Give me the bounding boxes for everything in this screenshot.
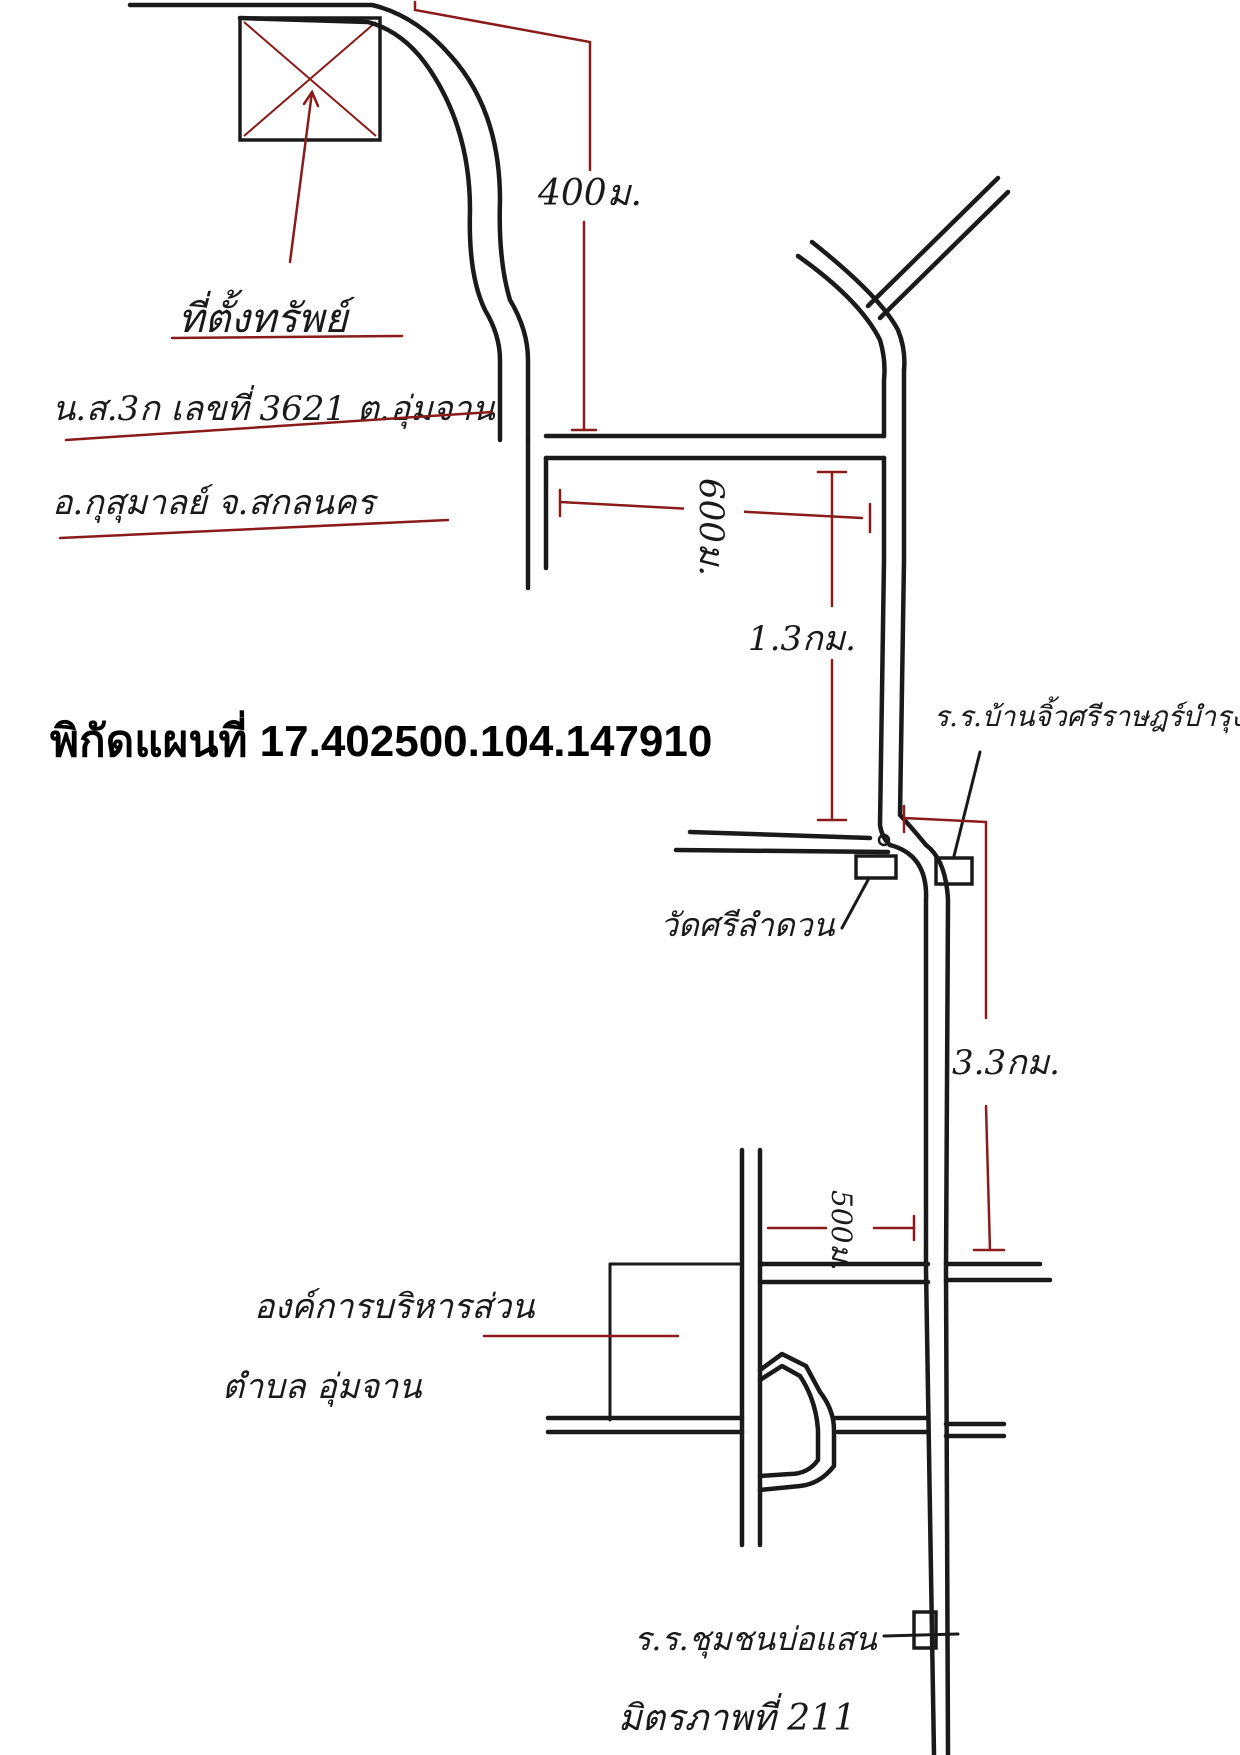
measure-500m <box>766 1214 916 1242</box>
school-bottom-label-line2: มิตรภาพที่ 211 <box>618 1692 856 1739</box>
label-500m: 500ม. <box>825 1190 858 1271</box>
school-top-label: ร.ร.บ้านจิ้วศรีราษฎร์บำรุง <box>934 696 1240 734</box>
label-1-3km: 1.3กม. <box>748 619 856 659</box>
sao-building <box>608 1262 744 1422</box>
road-top-curve <box>127 2 531 443</box>
property-title: ที่ตั้งทรัพย์ <box>178 289 356 342</box>
temple-marker <box>854 854 898 880</box>
label-bg <box>684 470 744 574</box>
temple-label: วัดศรีลำดวน <box>660 906 836 944</box>
property-deed-line: น.ส.3ก เลขที่ 3621 ต.อุ่มจาน <box>52 385 496 429</box>
measure-400m <box>413 0 598 432</box>
sao-label-line2: ตำบล อุ่มจาน <box>222 1367 422 1407</box>
school-top-leader <box>952 750 982 858</box>
property-district-line: อ.กุสุมาลย์ จ.สกลนคร <box>52 483 379 523</box>
road-fork-top-right <box>795 175 1011 439</box>
label-400m: 400ม. <box>537 173 642 214</box>
road-main-north-south <box>877 367 951 1755</box>
label-600m: 600ม. <box>691 478 731 576</box>
measure-1-3km <box>816 470 848 822</box>
measure-3-3km <box>902 804 1006 1252</box>
school-bottom-label-line1: ร.ร.ชุมชนบ่อแสน <box>634 1620 878 1659</box>
label-3-3km: 3.3กม. <box>952 1043 1060 1083</box>
property-pointer-arrow <box>288 90 314 264</box>
road-town-grid <box>545 1147 1053 1548</box>
school-top-marker <box>934 856 974 886</box>
road-west-temple <box>673 829 891 855</box>
property-parcel <box>238 16 382 142</box>
road-link-600m <box>525 433 887 591</box>
arrow-head-icon <box>302 89 320 108</box>
sao-label-line1: องค์การบริหารส่วน <box>254 1287 535 1327</box>
coordinates-label: พิกัดแผนที่ 17.402500.104.147910 <box>50 710 712 766</box>
property-caption: ที่ตั้งทรัพย์ น.ส.3ก เลขที่ 3621 ต.อุ่มจ… <box>52 289 496 540</box>
school-bottom-leader <box>882 1632 960 1638</box>
temple-leader <box>840 878 870 930</box>
school-bottom-marker <box>912 1610 938 1650</box>
